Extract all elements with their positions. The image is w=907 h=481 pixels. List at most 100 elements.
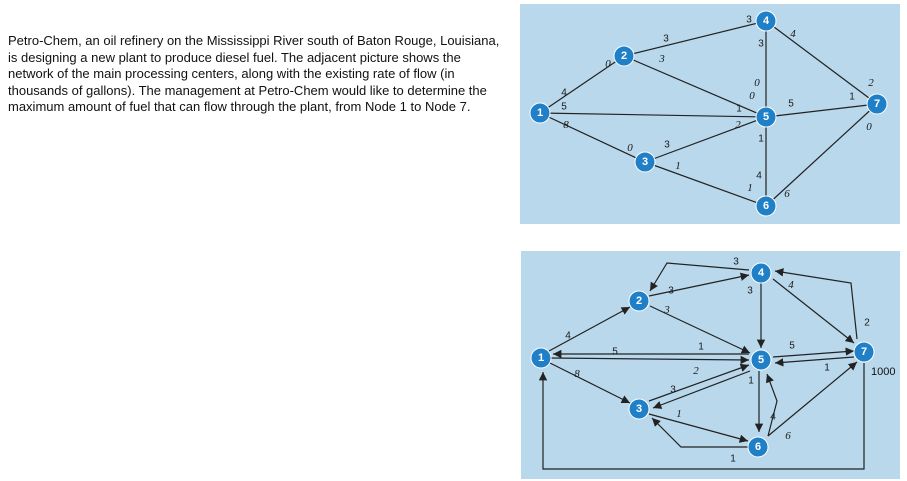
edge-3-5 xyxy=(644,116,767,163)
cap-5-7-to: 1 xyxy=(849,92,855,103)
node-4-label: 4 xyxy=(763,15,770,27)
arc-7-4 xyxy=(774,268,858,340)
dcap-1-5: 5 xyxy=(612,347,618,358)
arc-4-7 xyxy=(772,278,855,344)
directed-network-diagram: 4 5 1 8 3 3 3 3 2 1 1 3 4 2 5 1 1 4 6 xyxy=(530,257,875,470)
node-1-label: 1 xyxy=(538,352,544,364)
dcap-4-7: 4 xyxy=(788,279,794,291)
dcap-7-4: 2 xyxy=(864,318,870,329)
edge-3-6 xyxy=(644,161,767,207)
arc-3-6 xyxy=(648,413,749,443)
node-1 xyxy=(530,347,552,369)
dcap-2-5: 3 xyxy=(663,304,670,316)
dcap-1-3: 8 xyxy=(574,368,580,380)
cap-5-6-from: 1 xyxy=(758,134,764,145)
network-diagram-panel: 4 0 5 1 8 0 3 3 3 0 3 2 1 1 3 0 4 2 5 1 … xyxy=(520,4,900,224)
problem-description: Petro-Chem, an oil refinery on the Missi… xyxy=(8,33,500,114)
dcap-6-5: 4 xyxy=(770,412,776,423)
node-4 xyxy=(755,10,777,32)
cap-1-5-to: 1 xyxy=(736,104,742,115)
node-1-label: 1 xyxy=(537,107,543,119)
arc-7-5 xyxy=(774,356,855,367)
node-5 xyxy=(755,106,777,128)
node-3-label: 3 xyxy=(642,156,648,168)
edge-2-5 xyxy=(623,55,767,118)
node-6-label: 6 xyxy=(763,200,769,212)
arc-1-2 xyxy=(548,306,631,352)
node-2 xyxy=(628,290,650,312)
cap-4-5-from: 3 xyxy=(758,39,764,50)
cap-5-6-to: 4 xyxy=(756,171,762,182)
dcap-1-2: 4 xyxy=(565,331,571,342)
node-1 xyxy=(529,102,551,124)
edge-1-5 xyxy=(539,112,767,118)
edge-1-2 xyxy=(539,55,625,114)
cap-6-7-to: 0 xyxy=(866,121,872,133)
node-3 xyxy=(628,398,650,420)
dcap-6-3: 1 xyxy=(730,454,736,465)
dcap-4-5: 3 xyxy=(747,286,753,297)
node-7-label: 7 xyxy=(874,98,880,110)
arc-6-7 xyxy=(767,361,858,437)
cap-5-7-from: 5 xyxy=(788,99,794,110)
dcap-3-5: 3 xyxy=(670,385,676,396)
node-7 xyxy=(866,93,888,115)
edge-6-7 xyxy=(765,103,878,207)
node-2-label: 2 xyxy=(621,50,627,62)
edge-4-7 xyxy=(765,20,878,105)
cap-2-5-from: 3 xyxy=(658,53,665,65)
dcap-5-1: 1 xyxy=(698,342,704,353)
dcap-5-3: 2 xyxy=(693,365,699,377)
edge-5-7 xyxy=(765,103,878,118)
arc-2-4 xyxy=(648,272,750,297)
cap-1-3-to: 0 xyxy=(627,142,633,154)
directed-network-panel: 4 5 1 8 3 3 3 3 2 1 1 3 4 2 5 1 1 4 6 xyxy=(521,251,900,479)
node-7 xyxy=(853,341,875,363)
cap-3-5-from: 3 xyxy=(664,140,670,151)
cap-6-7-from: 6 xyxy=(784,188,790,200)
edge-2-4 xyxy=(623,20,767,57)
node-4-label: 4 xyxy=(758,267,765,279)
cap-4-7-to: 2 xyxy=(868,77,874,89)
cap-4-7-from: 4 xyxy=(790,28,796,40)
dcap-4-2: 3 xyxy=(733,257,739,268)
cap-1-5-from: 5 xyxy=(561,102,567,113)
arc-1-3 xyxy=(549,362,631,404)
dcap-2-4: 3 xyxy=(668,286,674,297)
node-5-label: 5 xyxy=(763,111,769,123)
dcap-3-6: 1 xyxy=(676,408,682,420)
node-2 xyxy=(613,45,635,67)
cap-3-5-to: 2 xyxy=(735,119,741,131)
arc-5-3 xyxy=(652,370,751,409)
dcap-7-5: 1 xyxy=(824,363,830,374)
node-2-label: 2 xyxy=(636,295,642,307)
cap-4-5-to: 0 xyxy=(754,77,760,89)
node-4 xyxy=(750,262,772,284)
cap-3-6-to: 1 xyxy=(747,182,753,194)
edge-1-3 xyxy=(539,112,646,163)
arc-4-2 xyxy=(649,262,750,292)
arc-2-5 xyxy=(649,305,751,354)
arc-1-5 xyxy=(550,355,750,365)
arc-5-7 xyxy=(772,347,855,358)
node-3-label: 3 xyxy=(636,403,642,415)
arc-6-5 xyxy=(765,373,778,437)
dcap-5-6: 1 xyxy=(748,376,754,387)
cap-2-4-from: 3 xyxy=(663,34,669,45)
node-5-label: 5 xyxy=(758,354,764,366)
node-6-label: 6 xyxy=(755,441,761,453)
cap-2-5-to: 0 xyxy=(749,90,755,102)
cap-1-2-to: 0 xyxy=(605,58,611,70)
cap-2-4-to: 3 xyxy=(746,15,752,26)
node-5 xyxy=(750,349,772,371)
return-arc-capacity: 1000 xyxy=(871,366,896,378)
dcap-6-7: 6 xyxy=(785,430,791,442)
cap-1-3-from: 8 xyxy=(563,119,569,131)
cap-3-6-from: 1 xyxy=(675,160,681,172)
node-6 xyxy=(747,436,769,458)
network-diagram: 4 0 5 1 8 0 3 3 3 0 3 2 1 1 3 0 4 2 5 1 … xyxy=(529,10,888,217)
arc-6-3 xyxy=(651,417,748,448)
node-6 xyxy=(755,195,777,217)
arc-3-5 xyxy=(648,363,750,402)
node-3 xyxy=(634,151,656,173)
